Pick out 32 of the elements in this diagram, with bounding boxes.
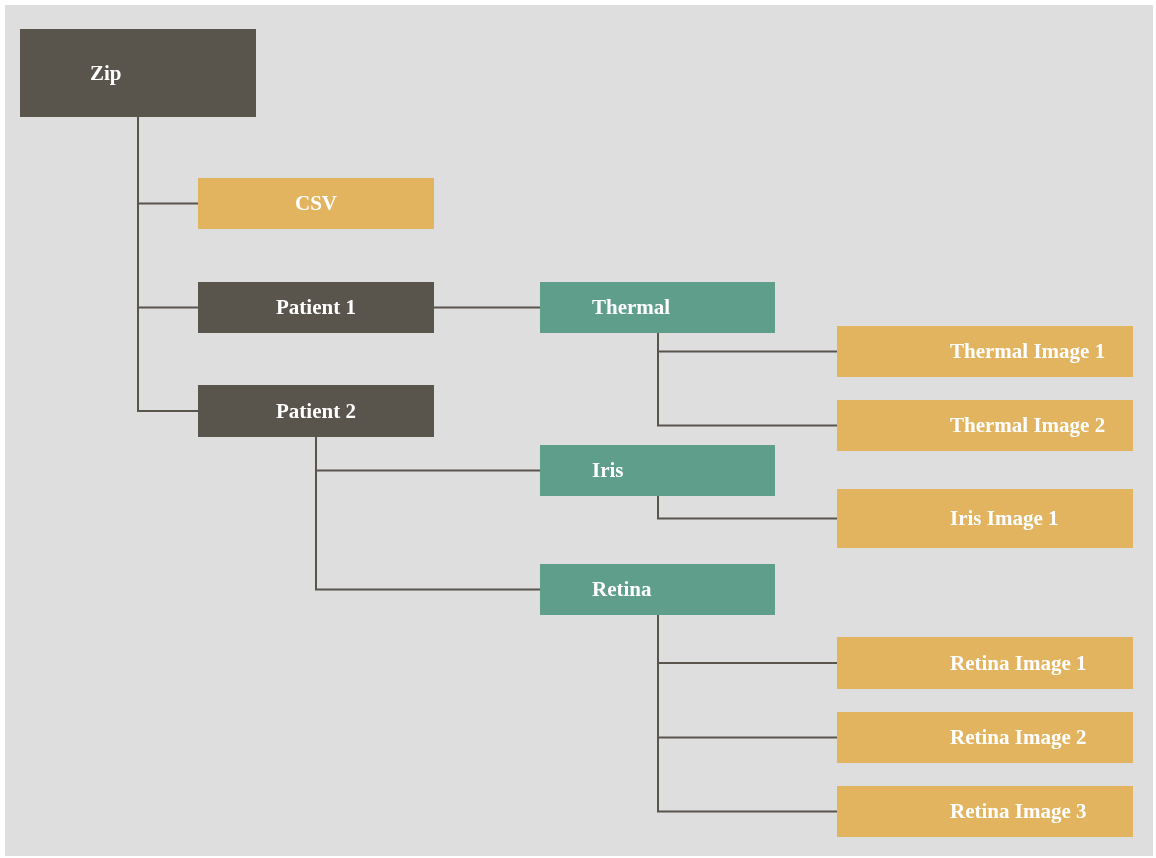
folder-box (837, 712, 1133, 763)
connector-line (657, 332, 838, 427)
connector-line (657, 495, 838, 520)
folder-box (20, 29, 256, 117)
node-label: Retina Image 2 (950, 725, 1087, 750)
node-label: Patient 1 (276, 295, 356, 320)
node-label: Retina Image 1 (950, 650, 1087, 676)
folder-box (198, 385, 434, 437)
connector-line (657, 614, 838, 813)
node-label: Retina Image 3 (950, 799, 1087, 824)
node-label: Iris (592, 458, 624, 483)
connector-line (137, 116, 199, 412)
node-label: Thermal (592, 295, 671, 320)
folder-box (198, 178, 434, 229)
folder-box (837, 637, 1133, 689)
folder-box (540, 564, 775, 615)
folder-box (837, 786, 1133, 837)
node-label: CSV (295, 191, 337, 216)
folder-box (837, 489, 1133, 548)
node-label: Iris Image 1 (950, 506, 1059, 531)
folder-box (540, 282, 775, 333)
node-label: Zip (90, 60, 122, 86)
folder-box (837, 326, 1133, 377)
node-label: Thermal Image 2 (950, 413, 1106, 438)
node-label: Patient 2 (276, 398, 356, 424)
connector-line (433, 306, 541, 309)
folder-box (540, 445, 775, 496)
node-label: Retina (592, 577, 652, 602)
folder-box (198, 282, 434, 333)
node-label: Thermal Image 1 (950, 339, 1106, 364)
connector-line (315, 436, 541, 591)
folder-box (837, 400, 1133, 451)
